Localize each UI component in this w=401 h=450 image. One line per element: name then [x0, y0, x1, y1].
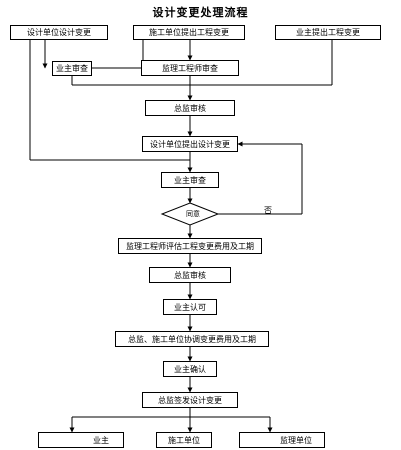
box-owner-confirm: 业主确认	[163, 361, 217, 377]
box-owner-approve: 业主认可	[163, 299, 217, 315]
no-label: 否	[264, 206, 272, 215]
box-design-unit-propose: 设计单位提出设计变更	[142, 136, 238, 152]
box-chief-audit-1: 总监审核	[145, 100, 235, 116]
box-owner-review-1: 业主审查	[52, 61, 92, 76]
box-out-contractor: 施工单位	[156, 432, 212, 448]
box-supervisor-review: 监理工程师审查	[141, 60, 239, 76]
box-chief-audit-2: 总监审核	[149, 267, 231, 283]
box-contractor-change: 施工单位提出工程变更	[133, 25, 245, 40]
box-chief-issue: 总监签发设计变更	[142, 392, 238, 408]
box-out-owner: 业主	[38, 432, 124, 448]
box-supervisor-evaluate: 监理工程师评估工程变更费用及工期	[118, 238, 262, 254]
decision-diamond	[160, 202, 220, 226]
box-design-unit-change: 设计单位设计变更	[10, 25, 108, 40]
box-coordinate: 总监、施工单位协调变更费用及工期	[115, 331, 269, 347]
decision-label: 同意	[186, 210, 200, 218]
box-owner-change: 业主提出工程变更	[275, 25, 381, 40]
box-out-supervisor: 监理单位	[239, 432, 325, 448]
box-owner-review-2: 业主审查	[161, 172, 219, 188]
page-title: 设计变更处理流程	[152, 6, 249, 19]
